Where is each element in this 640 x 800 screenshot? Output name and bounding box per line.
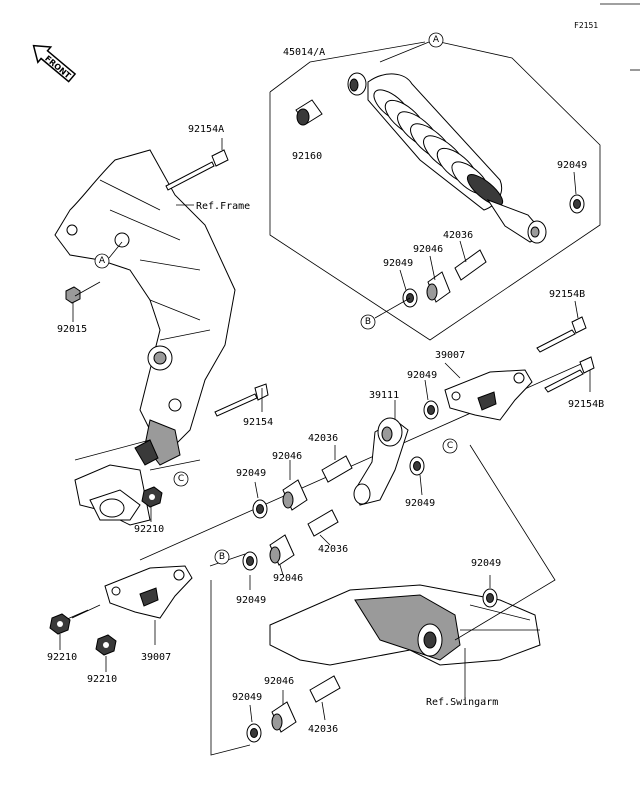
seal-92049-top-right [569, 194, 585, 214]
label-92046-top: 92046 [413, 244, 443, 255]
label-92154a: 92154A [188, 124, 224, 135]
label-92049-top: 92049 [557, 160, 587, 171]
seal-92049-bot [246, 723, 262, 743]
label-92046-mid: 92046 [272, 451, 302, 462]
callout-a-frame: A [94, 253, 110, 269]
label-42036-top: 42036 [443, 230, 473, 241]
label-42036-bot: 42036 [308, 724, 338, 735]
seal-92049-swingarm [482, 588, 498, 608]
label-92049-swingarm: 92049 [471, 558, 501, 569]
label-39007-low: 39007 [141, 652, 171, 663]
label-39111: 39111 [369, 390, 399, 401]
tie-rod-39007-upper [444, 369, 533, 421]
seal-92049-mid [423, 400, 439, 420]
callout-b-upper: B [360, 314, 376, 330]
label-92049-right: 92049 [405, 498, 435, 509]
nut-92210-frame [141, 486, 163, 508]
seal-92049-left [252, 499, 268, 519]
label-92049-low: 92049 [236, 595, 266, 606]
callout-c-frame: C [173, 471, 189, 487]
bushing-92160 [295, 99, 323, 126]
bolt-92154b-upper [536, 316, 587, 353]
ref-swingarm-label: Ref.Swingarm [426, 697, 498, 708]
shock-box-outline [269, 41, 601, 341]
label-45014-a: 45014/A [283, 47, 325, 58]
bearing-92046-mid [282, 479, 308, 511]
callout-c-linkage: C [442, 438, 458, 454]
label-92049-mid: 92049 [407, 370, 437, 381]
label-92210-frame: 92210 [134, 524, 164, 535]
label-42036-low: 42036 [318, 544, 348, 555]
svg-text:A: A [99, 256, 106, 266]
bearing-92046-top [426, 271, 451, 303]
svg-text:C: C [178, 474, 184, 484]
label-92046-bot: 92046 [264, 676, 294, 687]
svg-text:C: C [447, 441, 453, 451]
label-92046-low: 92046 [273, 573, 303, 584]
shock-absorber [347, 72, 547, 244]
collar-42036-top [454, 249, 487, 281]
nut-92210-right [95, 634, 117, 656]
bearing-92046-bot [271, 701, 297, 733]
rocker-arm-39111 [353, 417, 409, 506]
seal-92049-right [409, 456, 425, 476]
bolt-92154a [165, 149, 229, 191]
label-92154b-2: 92154B [568, 399, 604, 410]
figure-code: F2151 [574, 21, 598, 30]
front-arrow-icon: FRONT [32, 44, 77, 83]
nut-92210-left [49, 613, 71, 635]
label-92210-left: 92210 [47, 652, 77, 663]
svg-text:B: B [365, 317, 371, 327]
collar-42036-low [307, 509, 339, 537]
label-92154: 92154 [243, 417, 273, 428]
bearing-92046-low [269, 534, 295, 566]
label-92049-left: 92049 [236, 468, 266, 479]
svg-text:A: A [433, 35, 440, 45]
label-92015: 92015 [57, 324, 87, 335]
label-92160: 92160 [292, 151, 322, 162]
ref-frame-label: Ref.Frame [196, 201, 250, 212]
label-39007-top: 39007 [435, 350, 465, 361]
bolt-92154b-mid [544, 356, 595, 393]
callout-a-top: A [428, 32, 444, 48]
svg-text:B: B [219, 552, 225, 562]
frame-lower [74, 439, 201, 526]
tie-rod-39007-lower [104, 565, 193, 619]
label-92049-bot: 92049 [232, 692, 262, 703]
label-92154b-1: 92154B [549, 289, 585, 300]
label-92049-top2: 92049 [383, 258, 413, 269]
swingarm [269, 584, 541, 666]
nut-92015 [65, 286, 81, 304]
callout-b-lower: B [214, 549, 230, 565]
label-42036-mid: 42036 [308, 433, 338, 444]
bolt-92154 [214, 383, 269, 417]
frame-bracket [54, 149, 236, 466]
collar-42036-bot [309, 675, 341, 703]
label-92210-right: 92210 [87, 674, 117, 685]
seal-92049-low [242, 551, 258, 571]
collar-42036-mid [321, 455, 353, 483]
